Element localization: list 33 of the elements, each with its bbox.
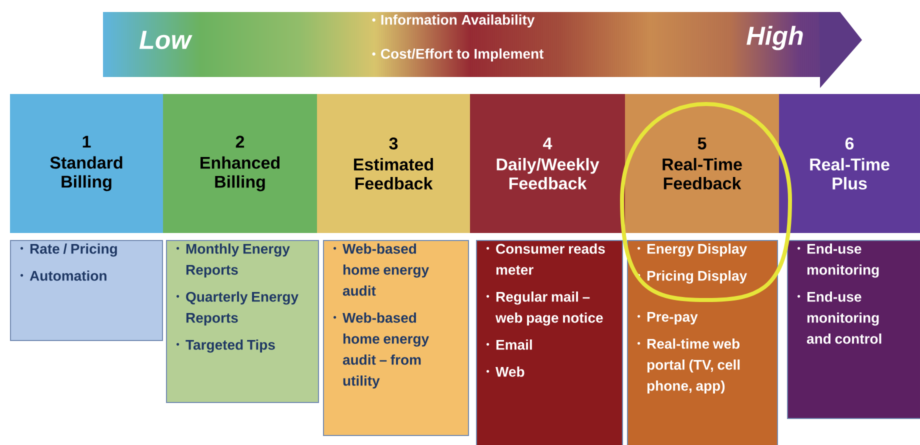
bullet-item: End-use monitoring xyxy=(798,244,879,278)
level-box: 6 Real-Time Plus xyxy=(779,94,920,233)
feature-box xyxy=(627,240,778,445)
scale-label: High xyxy=(746,26,803,50)
level-box: 2 Enhanced Billing xyxy=(163,94,317,233)
bullet-item: Web xyxy=(486,366,524,377)
bullet-item: Consumer reads meter xyxy=(486,244,605,275)
bullet-item: Real-time web portal (TV, cell phone, app) xyxy=(638,338,740,394)
bullet-item: Pre-pay xyxy=(638,312,698,325)
bullet-item: Automation xyxy=(20,270,106,281)
bullet-item: Energy Display xyxy=(638,244,748,257)
bullet-item: Information Availability xyxy=(372,14,535,28)
bullet-item: End-use monitoring and control xyxy=(798,292,882,344)
bullet-item: Pricing Display xyxy=(638,270,748,284)
feature-box xyxy=(476,240,623,445)
level-box: 1 Standard Billing xyxy=(10,94,163,233)
scale-label: Low xyxy=(139,30,192,50)
feature-box xyxy=(10,240,163,341)
bullet-item: Cost/Effort to Implement xyxy=(372,48,544,62)
bullet-item: Web-based home energy audit – from utility xyxy=(334,312,430,389)
feature-box xyxy=(166,240,319,403)
level-box: 5 Real-Time Feedback xyxy=(625,94,779,233)
feature-box xyxy=(323,240,469,436)
level-box: 4 Daily/Weekly Feedback xyxy=(470,94,625,233)
bullet-item: Quarterly Energy Reports xyxy=(176,292,298,326)
bullet-item: Rate / Pricing xyxy=(20,244,117,257)
bullet-item: Regular mail – web page notice xyxy=(486,292,603,326)
feature-box xyxy=(787,240,920,419)
bullet-item: Web-based home energy audit xyxy=(334,244,430,296)
bullet-item: Targeted Tips xyxy=(176,340,275,353)
bullet-item: Monthly Energy Reports xyxy=(176,244,290,278)
level-box: 3 Estimated Feedback xyxy=(317,94,470,233)
bullet-item: Email xyxy=(486,340,532,350)
